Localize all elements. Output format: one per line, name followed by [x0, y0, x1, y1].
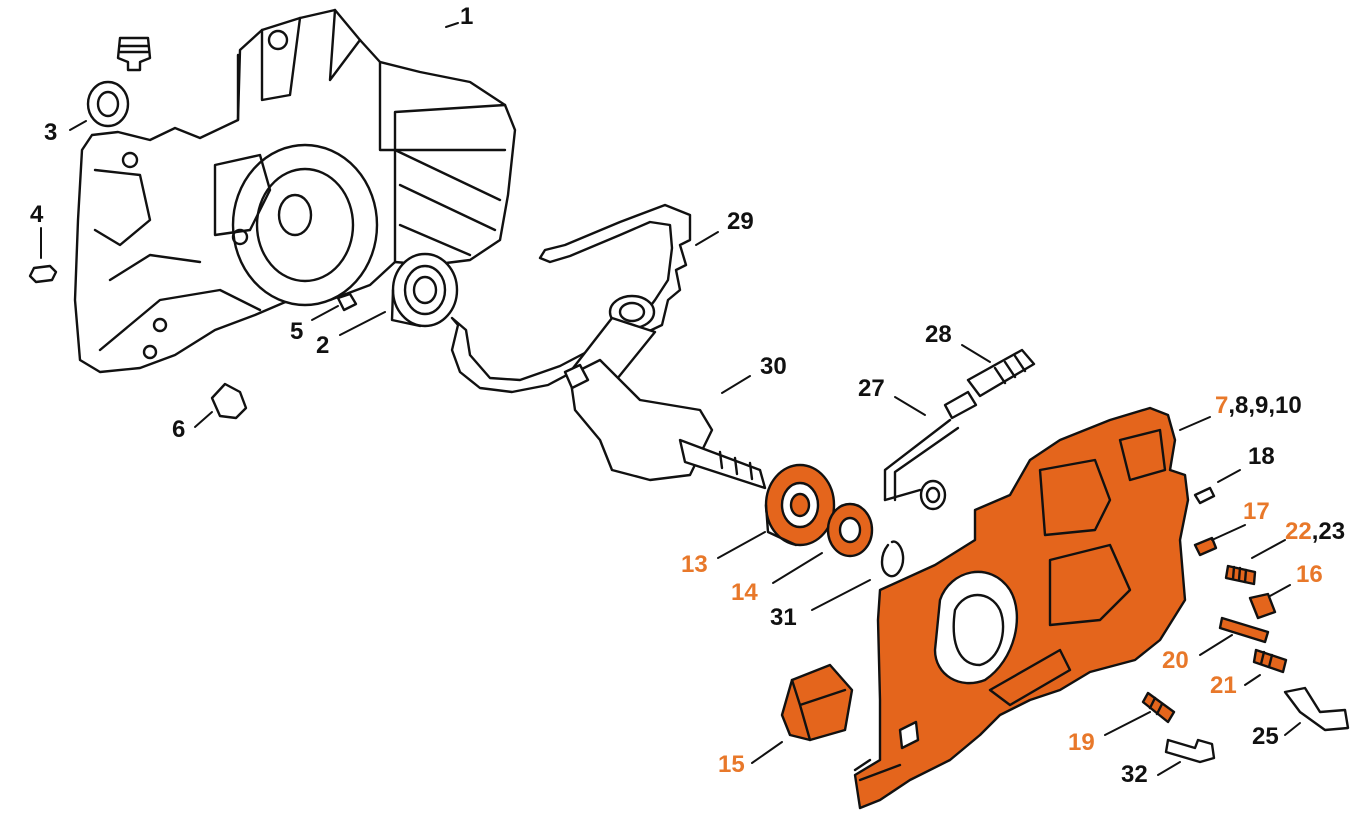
callout-text: 27	[858, 375, 885, 402]
callout-32: 32	[1121, 763, 1148, 787]
callout-text: 6	[172, 416, 186, 443]
callout-15: 15	[718, 753, 745, 777]
callout-text: 25	[1252, 723, 1279, 750]
callout-text: 31	[770, 604, 797, 631]
bar-stud-25-icon	[1283, 686, 1350, 732]
screw-18-icon	[1193, 486, 1216, 505]
callout-2: 2	[316, 334, 329, 358]
crankshaft-30	[563, 294, 767, 490]
callout-text: 32	[1121, 761, 1148, 788]
screw-32-icon	[1164, 738, 1216, 764]
callout-5: 5	[290, 320, 303, 344]
callout-text: 21	[1210, 672, 1237, 699]
callout-text: 16	[1296, 561, 1323, 588]
callout-31: 31	[770, 606, 797, 630]
callout-text: 28	[925, 321, 952, 348]
callout-16: 16	[1296, 563, 1323, 587]
callout-text: 30	[760, 353, 787, 380]
callout-text: 19	[1068, 729, 1095, 756]
callout-18: 18	[1248, 445, 1275, 469]
plug-6-icon	[210, 382, 248, 420]
callout-text: 3	[44, 119, 58, 146]
callout-text: 17	[1243, 498, 1270, 525]
callout-text: 1	[460, 3, 474, 30]
callout-text: 4	[30, 201, 44, 228]
guide-15-icon-highlighted	[780, 663, 854, 742]
callout-text: ,23	[1311, 518, 1346, 545]
gasket-29	[450, 203, 692, 394]
leader-lines	[40, 22, 1301, 776]
spring-22-icon-highlighted	[1224, 564, 1257, 586]
crankcase-left-half	[73, 8, 517, 374]
callout-17: 17	[1243, 500, 1270, 524]
dowel-5-icon	[336, 292, 358, 312]
ball-bearing-2-icon	[390, 252, 459, 328]
ball-bearing-13-highlighted	[764, 463, 836, 547]
spring-20-icon-highlighted	[1218, 616, 1270, 644]
callout-28: 28	[925, 323, 952, 347]
callout-22: 22,23	[1285, 520, 1345, 544]
callout-29: 29	[727, 210, 754, 234]
callout-20: 20	[1162, 649, 1189, 673]
callout-25: 25	[1252, 725, 1279, 749]
callout-30: 30	[760, 355, 787, 379]
callout-14: 14	[731, 581, 758, 605]
callout-text: 20	[1162, 647, 1189, 674]
sleeve-4-icon	[28, 264, 58, 284]
callout-text: 18	[1248, 443, 1275, 470]
callout-27: 27	[858, 377, 885, 401]
callout-19: 19	[1068, 731, 1095, 755]
callout-text: 7	[1215, 392, 1229, 419]
pin-17-icon-highlighted	[1193, 536, 1218, 557]
callout-3: 3	[44, 121, 57, 145]
callout-text: 22	[1285, 518, 1312, 545]
callout-text: 15	[718, 751, 745, 778]
callout-6: 6	[172, 418, 185, 442]
callout-text: 13	[681, 551, 708, 578]
spring-19-icon-highlighted	[1141, 691, 1176, 724]
spring-21-icon-highlighted	[1252, 648, 1288, 674]
callout-7: 7,8,9,10	[1215, 394, 1302, 418]
circlip-31	[880, 540, 905, 578]
callout-text: 14	[731, 579, 758, 606]
callout-text: ,8,9,10	[1228, 392, 1302, 419]
callout-text: 2	[316, 332, 330, 359]
plug-top-icon	[116, 36, 152, 72]
callout-21: 21	[1210, 674, 1237, 698]
pulse-line-27	[883, 418, 960, 511]
callout-text: 29	[727, 208, 754, 235]
callout-text: 5	[290, 318, 304, 345]
plug-16-icon-highlighted	[1248, 592, 1277, 620]
oil-seal-3-icon	[86, 80, 130, 128]
callout-1: 1	[460, 5, 473, 29]
oil-seal-14-highlighted	[826, 502, 874, 558]
connector-28	[943, 348, 1036, 420]
crankcase-right-half-highlighted	[853, 406, 1190, 810]
callout-13: 13	[681, 553, 708, 577]
callout-4: 4	[30, 203, 43, 227]
